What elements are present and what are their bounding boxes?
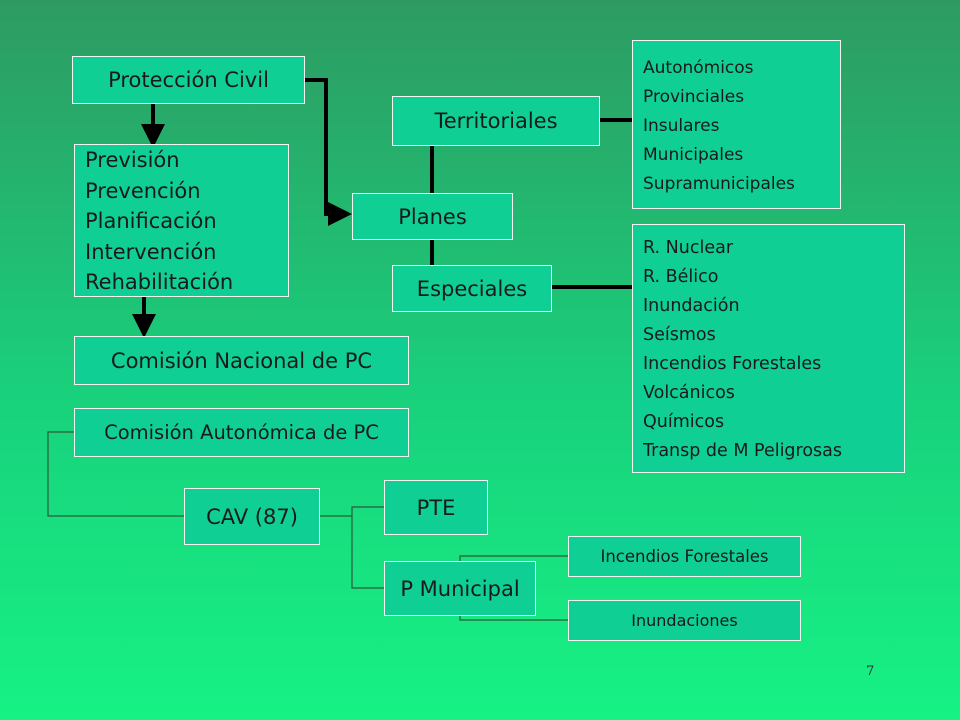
fase-prevencion: Prevención (85, 178, 201, 203)
arrow-proteccion-planes (305, 78, 352, 226)
line-autonomica-cav (47, 431, 184, 517)
cav-box: CAV (87) (184, 488, 320, 545)
line-cav-municipal (351, 516, 384, 589)
comision-autonomica-label: Comisión Autonómica de PC (104, 421, 379, 444)
tipo-inundacion: Inundación (643, 296, 740, 316)
tipo-insulares: Insulares (643, 116, 720, 136)
line-cav-pte (320, 506, 384, 517)
comision-nacional-label: Comisión Nacional de PC (110, 348, 373, 373)
fase-rehabilitacion: Rehabilitación (85, 270, 234, 294)
tipo-seismos: Seísmos (643, 325, 716, 345)
fases-box: Previsión Prevención Planificación Inter… (74, 144, 289, 297)
especiales-label: Especiales (416, 276, 528, 301)
tipo-transporte-mercancias: Transp de M Peligrosas (643, 441, 843, 461)
especiales-box: Especiales (392, 265, 552, 312)
tipo-volcanicos: Volcánicos (643, 383, 735, 403)
territoriales-label: Territoriales (434, 109, 558, 133)
fase-planificacion: Planificación (85, 209, 217, 233)
tipo-municipales: Municipales (643, 145, 744, 165)
p-municipal-label: P Municipal (400, 576, 520, 601)
tipo-r-nuclear: R. Nuclear (643, 238, 734, 258)
comision-autonomica-box: Comisión Autonómica de PC (74, 408, 409, 457)
proteccion-civil-label: Protección Civil (108, 68, 269, 92)
incendios-forestales-box: Incendios Forestales (568, 536, 801, 577)
planes-box: Planes (352, 193, 513, 240)
pte-box: PTE (384, 480, 488, 535)
tipo-quimicos: Químicos (643, 412, 725, 432)
tipo-autonomicos: Autonómicos (643, 58, 754, 78)
fase-intervencion: Intervención (85, 239, 217, 264)
tipo-provinciales: Provinciales (643, 87, 745, 107)
territoriales-tipos-box: Autonómicos Provinciales Insulares Munic… (632, 40, 841, 209)
pte-label: PTE (416, 495, 456, 520)
tipo-r-belico: R. Bélico (643, 267, 719, 287)
tipo-supramunicipales: Supramunicipales (643, 174, 795, 194)
page-number: 7 (866, 664, 875, 679)
inundaciones-label: Inundaciones (631, 611, 738, 630)
territoriales-box: Territoriales (392, 96, 600, 146)
comision-nacional-box: Comisión Nacional de PC (74, 336, 409, 385)
inundaciones-box: Inundaciones (568, 600, 801, 641)
tipo-incendios-forestales: Incendios Forestales (643, 354, 822, 374)
incendios-forestales-label: Incendios Forestales (600, 547, 769, 566)
proteccion-civil-box: Protección Civil (72, 56, 305, 104)
cav-label: CAV (87) (206, 504, 298, 529)
fase-prevision: Previsión (85, 148, 180, 172)
planes-label: Planes (398, 204, 467, 229)
especiales-tipos-box: R. Nuclear R. Bélico Inundación Seísmos … (632, 224, 905, 473)
p-municipal-box: P Municipal (384, 561, 536, 616)
